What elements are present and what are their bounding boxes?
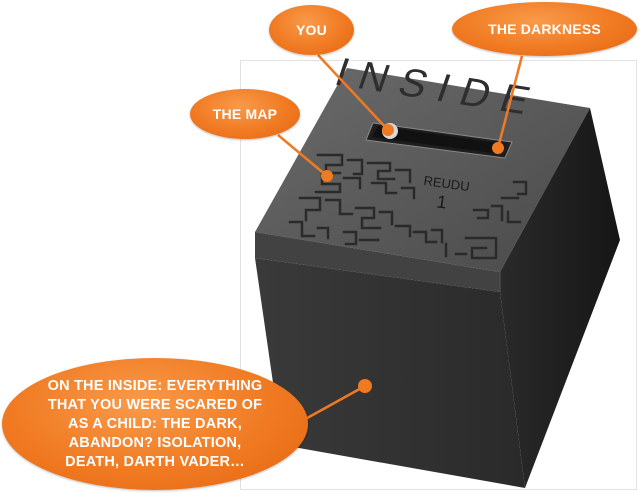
callout-dots (321, 124, 504, 393)
callout-darkness: THE DARKNESS (452, 2, 637, 56)
callout-inside: ON THE INSIDE: EVERYTHING THAT YOU WERE … (2, 358, 308, 490)
callout-you: YOU (269, 5, 354, 55)
cube-top-rim-left (255, 232, 500, 292)
maze-map (288, 153, 528, 260)
callout-you-text: YOU (296, 22, 327, 38)
callout-map: THE MAP (190, 89, 300, 139)
callout-darkness-text: THE DARKNESS (488, 21, 601, 37)
image-frame (240, 60, 637, 490)
callout-lines (277, 54, 524, 424)
callout-map-text: THE MAP (212, 106, 278, 122)
cube-left-face (255, 258, 525, 488)
callout-inside-text: ON THE INSIDE: EVERYTHING THAT YOU WERE … (47, 377, 263, 470)
engraved-number: 1 (435, 191, 448, 212)
cube-right-face (500, 108, 620, 488)
engraved-name: REUDU (423, 173, 471, 194)
